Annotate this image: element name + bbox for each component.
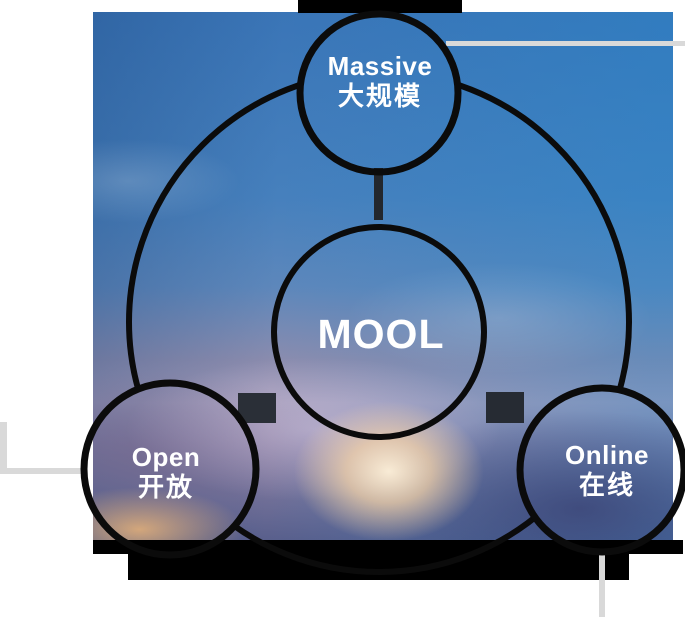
label-massive-zh: 大规模 — [337, 81, 422, 111]
connector-online-mool — [486, 392, 524, 423]
label-massive: Massive 大规模 — [327, 51, 433, 112]
label-massive-en: Massive — [327, 51, 433, 81]
circle-open — [80, 379, 260, 559]
callout-line-bottom-right — [599, 551, 605, 617]
label-online-zh: 在线 — [578, 470, 635, 500]
label-online-en: Online — [565, 440, 649, 470]
sky-photo — [93, 12, 673, 540]
circle-online — [516, 384, 685, 556]
label-open: Open 开放 — [131, 442, 201, 503]
bottom-black-band-inner — [128, 554, 629, 580]
outer-ring — [126, 69, 632, 575]
connector-massive-mool — [374, 168, 383, 220]
connector-open-mool — [238, 393, 276, 423]
label-open-zh: 开放 — [137, 472, 195, 502]
top-edge-black-bar — [298, 0, 462, 13]
label-mool: MOOL — [318, 311, 445, 358]
circle-massive — [296, 10, 462, 176]
circle-mool — [271, 224, 487, 440]
label-online: Online 在线 — [565, 440, 649, 501]
callout-line-left-horizontal — [0, 468, 83, 474]
label-mool-text: MOOL — [317, 311, 445, 357]
label-open-en: Open — [131, 442, 201, 472]
callout-line-top-right — [446, 41, 685, 46]
bottom-black-band-outer — [93, 540, 683, 554]
callout-line-left-vertical — [0, 422, 7, 474]
